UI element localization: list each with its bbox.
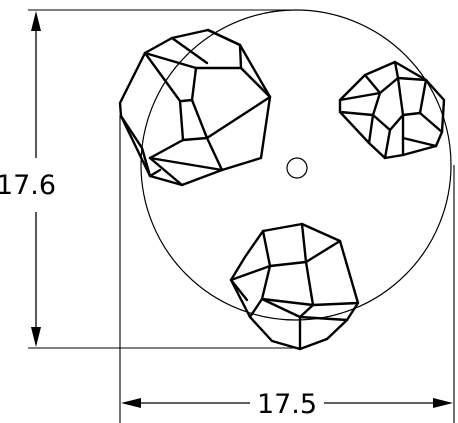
width-dimension: 17.5	[121, 389, 453, 420]
width-arrow-right	[433, 398, 453, 408]
height-arrow-top	[31, 11, 41, 31]
gem-top-left	[118, 28, 272, 187]
width-dimension-label: 17.5	[257, 389, 317, 420]
gem-top-right	[338, 60, 446, 160]
gem-bottom	[229, 222, 360, 351]
height-arrow-bottom	[31, 327, 41, 347]
height-dimension: 17.6	[0, 11, 56, 347]
height-dimension-label: 17.6	[0, 170, 56, 201]
width-arrow-left	[121, 398, 141, 408]
center-hole	[286, 157, 308, 179]
